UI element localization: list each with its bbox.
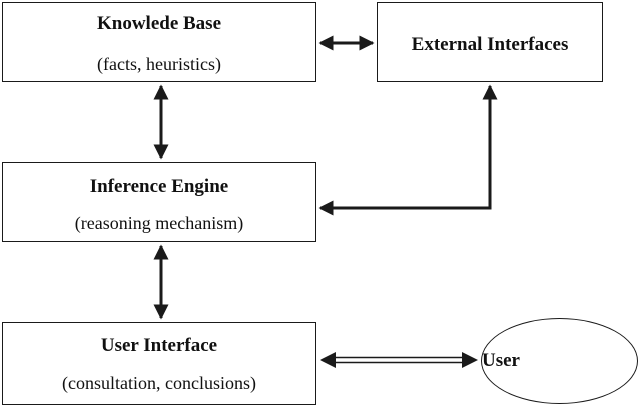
- edge-ui-user: [320, 352, 478, 368]
- knowledge-base-subtitle: (facts, heuristics): [97, 54, 221, 74]
- knowledge-base-box: Knowlede Base (facts, heuristics): [2, 2, 316, 82]
- inference-engine-box: Inference Engine (reasoning mechanism): [2, 162, 316, 242]
- user-title: User: [482, 350, 520, 371]
- user-node: User: [481, 318, 638, 404]
- external-interfaces-box: External Interfaces: [377, 2, 603, 82]
- user-interface-subtitle: (consultation, conclusions): [62, 373, 256, 393]
- inference-engine-title: Inference Engine: [89, 176, 229, 197]
- user-interface-title: User Interface: [100, 335, 218, 356]
- knowledge-base-title: Knowlede Base: [96, 13, 222, 34]
- external-interfaces-title: External Interfaces: [411, 34, 569, 55]
- edge-external-inference: [318, 84, 498, 216]
- inference-engine-subtitle: (reasoning mechanism): [74, 213, 244, 233]
- user-interface-box: User Interface (consultation, conclusion…: [2, 322, 316, 405]
